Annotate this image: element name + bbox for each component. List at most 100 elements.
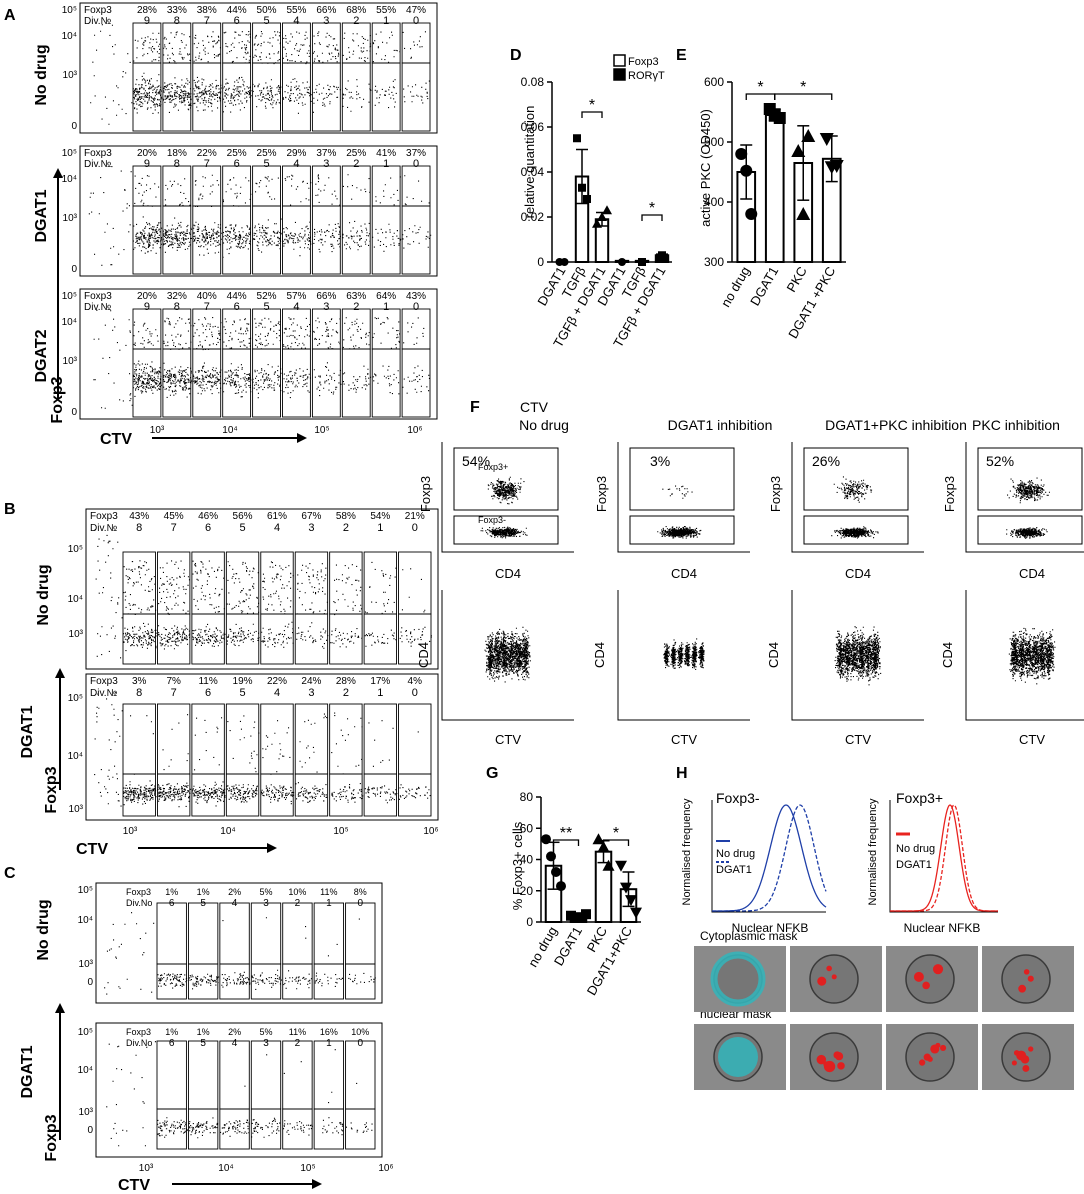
x-tick-label: DGAT1 <box>747 264 781 308</box>
f-top-ylabel: Foxp3 <box>768 476 783 512</box>
row-label-a-dgat2: DGAT2 <box>33 329 50 382</box>
division-number-a: 4 <box>293 15 299 27</box>
division-number-b: 5 <box>239 522 245 534</box>
data-point <box>602 205 612 215</box>
f-bottom-xlabel: CTV <box>1019 732 1045 747</box>
f-bottom-xlabel: CTV <box>845 732 871 747</box>
gate-percent-a: 22% <box>197 148 217 159</box>
division-number-b: 4 <box>274 687 280 699</box>
data-point <box>581 909 591 920</box>
gate-percent-b: 45% <box>164 511 184 522</box>
f-bottom-axes <box>441 590 574 721</box>
hist-right-ylabel: Normalised frequency <box>867 798 879 905</box>
data-point <box>618 258 626 266</box>
panel-a: Foxp3Div.№28%933%838%744%650%555%466%368… <box>33 2 438 448</box>
gate-negative <box>282 62 311 132</box>
significance-label: * <box>589 97 595 114</box>
division-number-a: 7 <box>204 158 210 170</box>
division-number-a: 5 <box>263 158 269 170</box>
f-bottom-dots <box>484 626 531 683</box>
x-tick-c: 10⁵ <box>300 1163 315 1174</box>
gate-foxp3-positive <box>977 447 1083 511</box>
legend-d-rorgt: RORγT <box>628 70 665 82</box>
f-plot-title: DGAT1 inhibition <box>668 417 773 433</box>
data-point <box>578 183 586 192</box>
y-tick-c: 10³ <box>79 959 94 970</box>
gate-negative <box>311 348 341 418</box>
y-tick-a: 10⁵ <box>62 291 77 302</box>
gate-negative <box>162 62 192 132</box>
panel-h: Foxp3- Foxp3+ Normalised frequency Norma… <box>681 790 1074 1090</box>
row-label-c-no-drug: No drug <box>35 899 52 960</box>
gate-percent-a: 29% <box>286 148 306 159</box>
division-number-b: 7 <box>171 522 177 534</box>
gate-negative <box>156 963 187 1000</box>
y-tick-label: 300 <box>704 255 724 269</box>
nfkb-signal <box>831 974 837 980</box>
header-div: Div.№ <box>84 159 111 170</box>
plot-frame <box>85 508 439 670</box>
f-bottom-ylabel: CD4 <box>592 642 607 668</box>
gate-percent-a: 63% <box>346 291 366 302</box>
data-point <box>546 851 556 862</box>
gate-negative <box>371 205 401 275</box>
f-bottom-dots <box>663 638 705 670</box>
gate-percent-a: 25% <box>346 148 366 159</box>
gate-percent-c: 1% <box>197 887 210 897</box>
division-number-a: 8 <box>174 301 180 313</box>
gate-percent-c: 16% <box>320 1027 338 1037</box>
f-top-axes <box>441 442 574 553</box>
gate-percent-a: 47% <box>406 5 426 16</box>
gate-negative <box>187 1108 219 1150</box>
gate-negative <box>363 613 398 665</box>
x-tick-label: PKC <box>783 264 809 295</box>
hist-left-legend-nodrug: No drug <box>716 848 755 860</box>
header-foxp3: Foxp3 <box>84 291 112 302</box>
division-number-a: 3 <box>323 301 329 313</box>
f-bottom-xlabel: CTV <box>671 732 697 747</box>
gate-foxp3-negative <box>803 515 909 545</box>
f-bottom-axes <box>965 590 1084 721</box>
gate-percent-b: 46% <box>198 511 218 522</box>
panel-d: relative quantitation Foxp3 RORγT 00.020… <box>521 54 672 350</box>
plot-c-no-drug: Foxp3Div.No1%61%52%45%310%211%18%010⁵10⁴… <box>78 882 383 1004</box>
gate-negative <box>329 773 363 817</box>
f-top-dots <box>1006 477 1050 539</box>
histogram-axes <box>889 800 998 913</box>
division-number-a: 6 <box>234 15 240 27</box>
nfkb-signal <box>918 1059 926 1066</box>
division-number-b: 2 <box>343 522 349 534</box>
header-foxp3: Foxp3 <box>126 887 151 897</box>
y-tick-label: 80 <box>520 790 534 804</box>
division-number-a: 4 <box>293 301 299 313</box>
y-tick-c: 0 <box>87 1125 93 1136</box>
header-div: Div.№ <box>90 688 117 699</box>
gate-negative <box>191 613 225 665</box>
gate-foxp3-negative <box>453 515 559 545</box>
f-top-xlabel: CD4 <box>495 566 521 581</box>
data-point <box>735 148 748 160</box>
f-top-axes <box>791 442 924 553</box>
nfkb-signal <box>1023 969 1030 975</box>
gate-percent-f: 26% <box>812 453 840 469</box>
row-label-a-dgat1: DGAT1 <box>33 189 50 242</box>
division-number-c: 6 <box>169 1038 175 1049</box>
gate-percent-a: 44% <box>227 291 247 302</box>
nfkb-signal <box>835 1052 844 1061</box>
division-number-a: 2 <box>353 301 359 313</box>
f-plot-title: PKC inhibition <box>972 417 1060 433</box>
division-number-a: 6 <box>234 158 240 170</box>
gate-negative <box>282 205 311 275</box>
panel-g-label: G <box>486 765 498 782</box>
x-tick-b: 10⁴ <box>220 826 235 837</box>
axis-label-a-y: Foxp3 <box>49 376 66 423</box>
gate-negative <box>162 348 192 418</box>
gate-percent-a: 37% <box>316 148 336 159</box>
f-top-xlabel: CD4 <box>671 566 697 581</box>
division-number-c: 5 <box>200 1038 206 1049</box>
gate-percent-a: 20% <box>137 291 157 302</box>
x-tick-a: 10⁵ <box>314 425 329 436</box>
division-number-b: 1 <box>377 687 383 699</box>
gate-negative <box>294 613 329 665</box>
y-tick-a: 10³ <box>63 213 78 224</box>
